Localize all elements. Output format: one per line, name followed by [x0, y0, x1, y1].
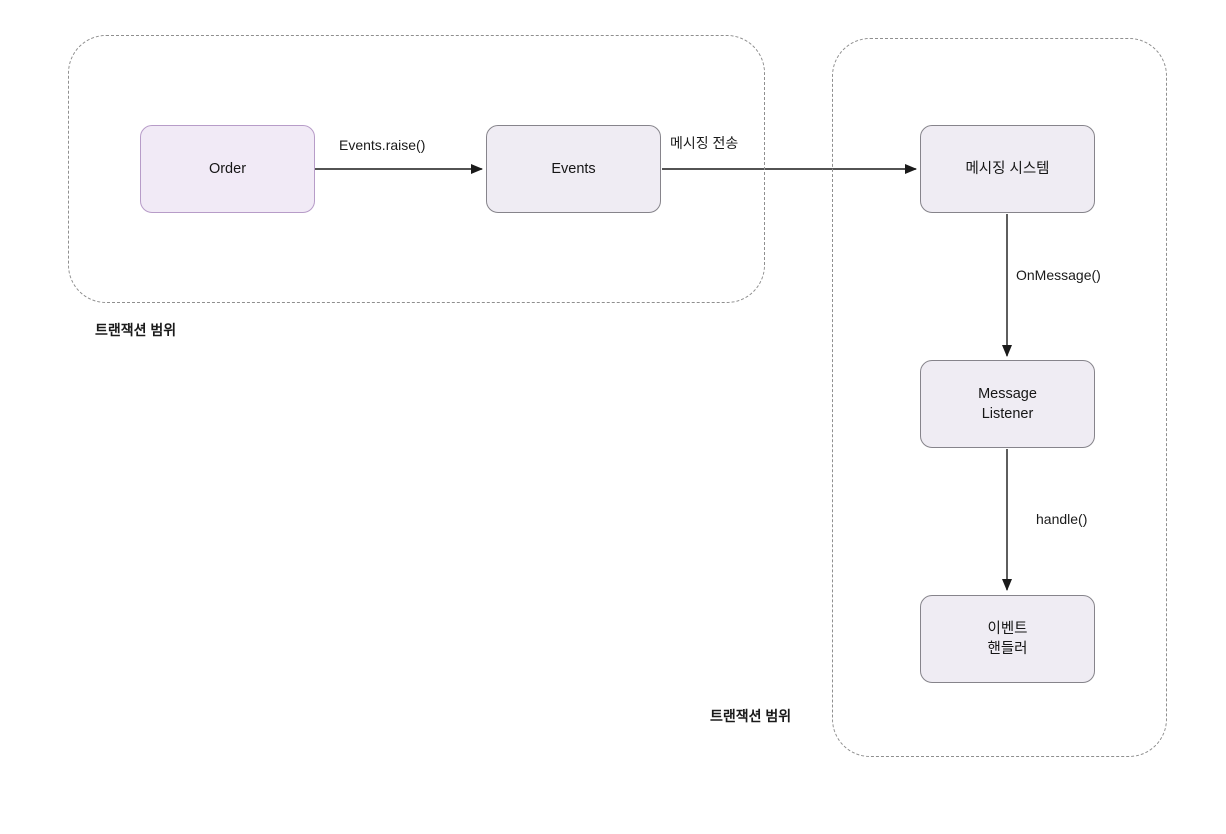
node-events-label: Events: [551, 161, 596, 177]
node-order-label: Order: [208, 161, 247, 177]
node-message-listener: Message Listener: [920, 360, 1095, 448]
node-events: Events: [486, 125, 661, 213]
edge-label-messaging-send: 메시징 전송: [668, 133, 741, 153]
node-messaging-system: 메시징 시스템: [920, 125, 1095, 213]
edge-label-events-raise: Events.raise(): [337, 137, 428, 153]
transaction-scope-left: [68, 35, 765, 303]
edge-label-handle: handle(): [1034, 511, 1090, 527]
node-event-handler-line1: 이벤트: [987, 621, 1028, 637]
transaction-scope-right: [832, 38, 1167, 757]
transaction-scope-left-label: 트랜잭션 범위: [95, 322, 177, 338]
node-message-listener-line1: Message: [978, 386, 1037, 402]
edge-label-on-message: OnMessage(): [1014, 267, 1103, 283]
transaction-scope-right-label: 트랜잭션 범위: [710, 708, 792, 724]
node-order: Order: [140, 125, 315, 213]
node-event-handler-line2: 핸들러: [987, 641, 1028, 657]
node-event-handler: 이벤트 핸들러: [920, 595, 1095, 683]
node-message-listener-line2: Listener: [981, 406, 1034, 422]
node-messaging-system-label: 메시징 시스템: [965, 161, 1050, 177]
